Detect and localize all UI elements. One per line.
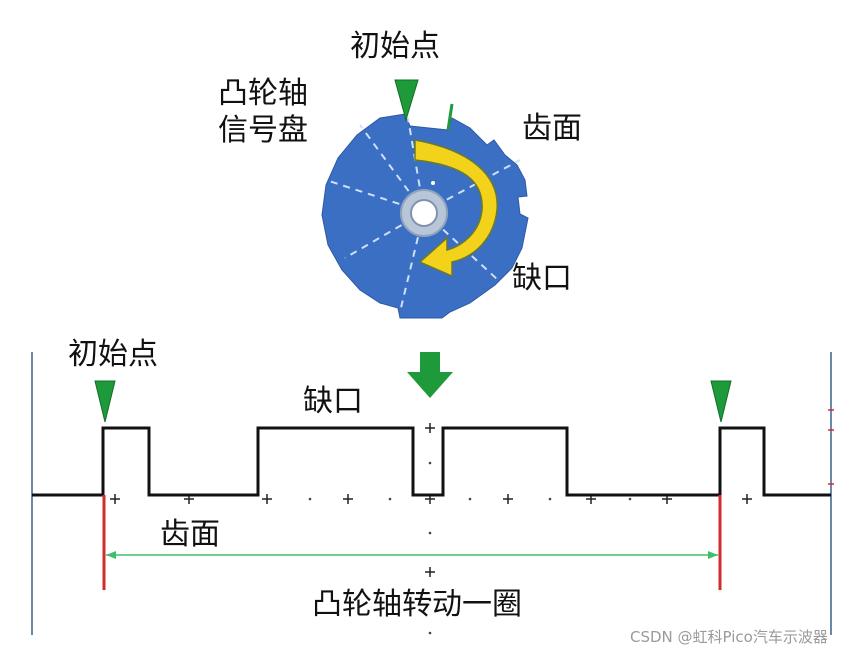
- waveform-start-label: 初始点: [68, 337, 158, 372]
- watermark: CSDN @虹科Pico汽车示波器: [630, 628, 828, 646]
- revolution-label: 凸轮轴转动一圈: [312, 587, 522, 622]
- signal-trace: [32, 426, 831, 497]
- waveform-panel: [31, 352, 834, 635]
- disc-slot-edge: [446, 103, 454, 131]
- right-border-ticks: [828, 409, 834, 485]
- waveform-gap-label: 缺口: [303, 384, 363, 419]
- waveform-start-marker: [94, 380, 116, 423]
- down-arrow-icon: [407, 352, 453, 398]
- waveform-end-marker: [710, 380, 732, 423]
- disc-hub-inner: [410, 199, 438, 227]
- waveform-tooth-label: 齿面: [160, 517, 220, 552]
- disc-start-marker: [394, 79, 419, 122]
- disc-name-line2: 信号盘: [218, 113, 308, 148]
- disc-name-line1: 凸轮轴: [218, 76, 308, 111]
- grid-crosses: [110, 423, 752, 577]
- disc-center-dot: [431, 181, 435, 185]
- grid-dots: [308, 461, 632, 635]
- rotation-arrow: [414, 139, 498, 278]
- revolution-span-arrow: [106, 551, 718, 559]
- disc-gap-label: 缺口: [512, 261, 572, 296]
- disc-tooth-label: 齿面: [522, 111, 582, 146]
- disc-start-label: 初始点: [350, 29, 440, 64]
- cam-signal-disc: [321, 79, 529, 319]
